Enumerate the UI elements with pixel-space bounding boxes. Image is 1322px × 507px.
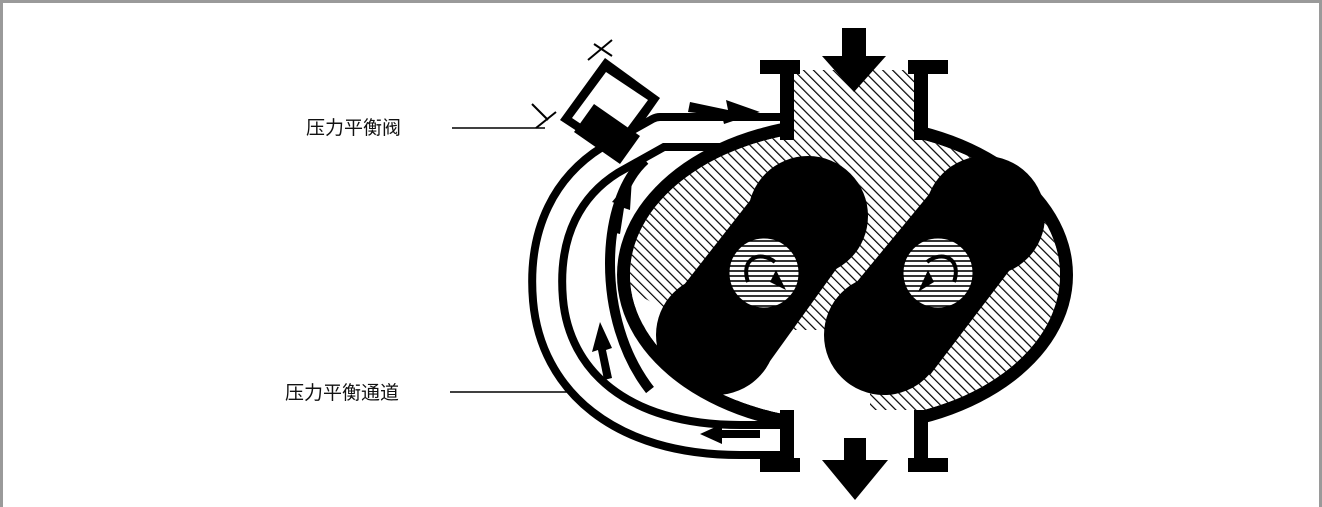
channel-partition [605,156,654,394]
channel-flow-arrow-icon [700,424,760,444]
inlet-port [760,60,948,140]
rotation-arrow-icon [918,254,958,292]
pressure-balance-channel [528,113,800,459]
inlet-arrow-icon [822,28,886,92]
left-rotor [656,156,868,395]
channel-flow-arrow-icon [688,100,760,124]
pressure-balance-valve-label: 压力平衡阀 [306,117,402,139]
pressure-balance-valve [531,39,660,164]
right-rotor [824,156,1045,395]
pressure-balance-channel-label: 压力平衡通道 [285,382,400,404]
rotation-arrow-icon [744,254,786,290]
channel-flow-arrow-icon [592,322,612,380]
outlet-arrow-icon [822,438,888,500]
